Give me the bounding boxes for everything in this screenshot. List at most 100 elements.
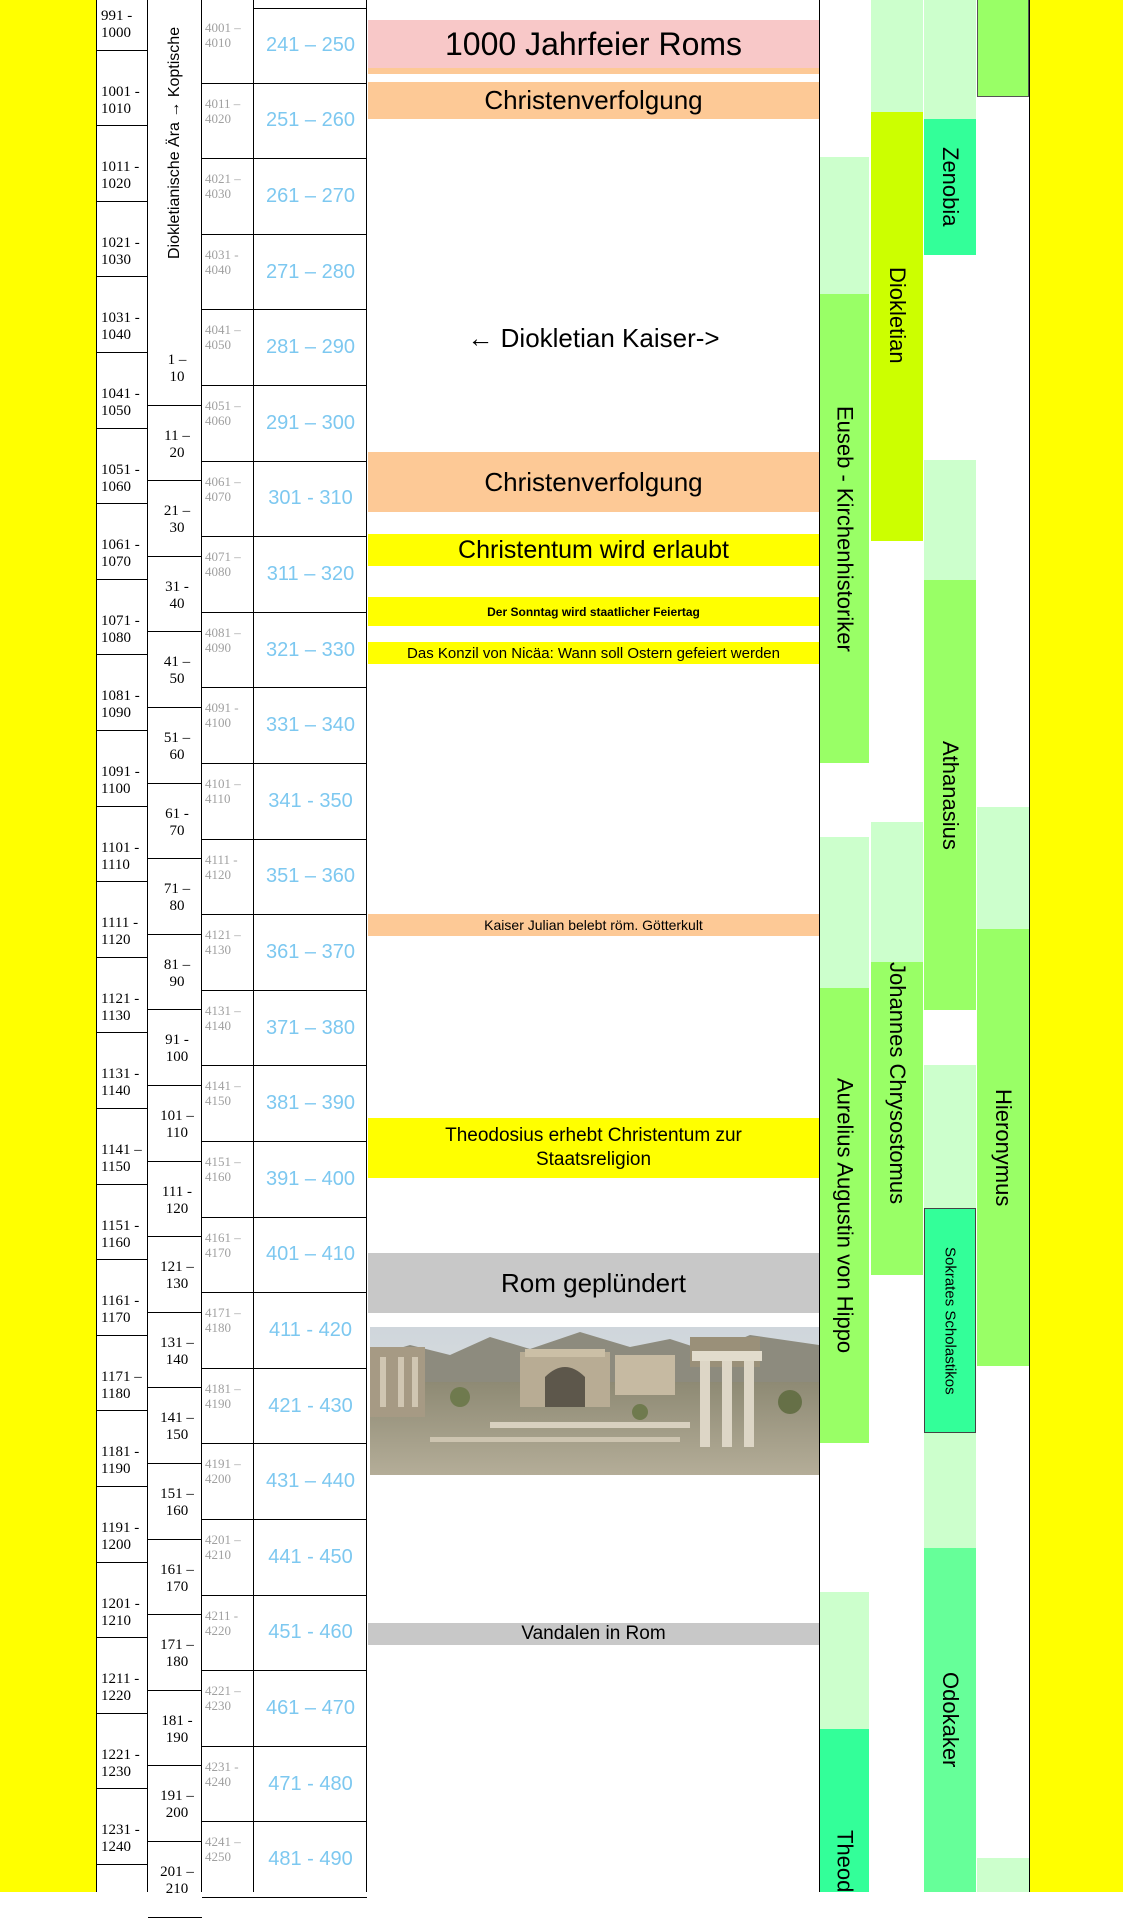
year-cell: 391 – 400 [254, 1142, 367, 1218]
era-cell-1: 1181 - 1190 [96, 1411, 148, 1487]
era-cell-1: 1121 - 1130 [96, 957, 148, 1034]
bar-odokaker-light [924, 1433, 976, 1548]
bar-athanasius-light [924, 460, 976, 580]
era-cell-3: 4241 – 4250 [202, 1822, 254, 1898]
era-cell-3: 4191 – 4200 [202, 1444, 254, 1520]
era-cell-3: 4081 – 4090 [202, 613, 254, 689]
bar-hieronymus-light [977, 807, 1029, 929]
era-cell-2: 121 – 130 [148, 1237, 202, 1313]
year-column [254, 0, 367, 1892]
era-cell-2: 181 - 190 [148, 1691, 202, 1767]
era-cell-2: 71 – 80 [148, 859, 202, 935]
event-jahrfeier: 1000 Jahrfeier Roms [368, 20, 819, 68]
year-cell: 321 – 330 [254, 613, 367, 689]
year-cell: 341 - 350 [254, 764, 367, 840]
era-cell-3: 4211 - 4220 [202, 1596, 254, 1672]
era-cell-2: 11 – 20 [148, 406, 202, 482]
era-cell-3: 4071 – 4080 [202, 537, 254, 613]
era-cell-1: 1211 - 1220 [96, 1638, 148, 1714]
era-cell-1: 1001 - 1010 [96, 50, 148, 127]
year-cell: 291 – 300 [254, 386, 367, 462]
era-cell-3: 4121 – 4130 [202, 915, 254, 991]
era-cell-3: 4061 – 4070 [202, 462, 254, 538]
era-cell-2: 1 – 10 [148, 330, 202, 406]
year-cell: 411 - 420 [254, 1293, 367, 1369]
bar-euseb: Euseb - Kirchenhistoriker [820, 294, 869, 763]
era-cell-2: 51 – 60 [148, 708, 202, 784]
year-cell: 441 - 450 [254, 1520, 367, 1596]
bar-hieronymus: Hieronymus [977, 929, 1029, 1366]
era-cell-3: 4161 – 4170 [202, 1218, 254, 1294]
era-cell-2: 101 – 110 [148, 1086, 202, 1162]
era-cell-3: 4001 – 4010 [202, 8, 254, 84]
era-cell-2: 151 – 160 [148, 1464, 202, 1540]
year-cell: 331 – 340 [254, 688, 367, 764]
era-cell-1: 1231 - 1240 [96, 1789, 148, 1865]
era-cell-3: 4231 - 4240 [202, 1747, 254, 1823]
era-cell-1: 1151 - 1160 [96, 1184, 148, 1261]
event-vandalen: Vandalen in Rom [368, 1623, 819, 1645]
bar-chrysostomus-light [871, 822, 923, 962]
era-cell-2: 111 - 120 [148, 1162, 202, 1238]
era-cell-3: 4181 – 4190 [202, 1369, 254, 1445]
era-cell-3: 4221 – 4230 [202, 1671, 254, 1747]
era-cell-1: 1051 - 1060 [96, 428, 148, 505]
era-cell-1: 1201 - 1210 [96, 1562, 148, 1639]
era-cell-1: 1111 - 1120 [96, 882, 148, 958]
era-cell-2: 201 – 210 [148, 1842, 202, 1918]
era-cell-2: 81 – 90 [148, 935, 202, 1011]
era-cell-1: 1131 - 1140 [96, 1033, 148, 1109]
rome-ruins-image [370, 1327, 819, 1475]
event-theodosius: Theodosius erhebt Christentum zur Staats… [368, 1118, 819, 1178]
era-cell-2: 61 - 70 [148, 784, 202, 860]
era-cell-2: 141 – 150 [148, 1388, 202, 1464]
bar-top-light-c [924, 0, 976, 119]
year-cell: 261 – 270 [254, 159, 367, 235]
era-cell-1: 1161 - 1170 [96, 1260, 148, 1336]
era-cell-1: 1091 - 1100 [96, 731, 148, 807]
bar-bottom-light-d [977, 1858, 1029, 1892]
right-yellow-band [1030, 0, 1123, 1892]
bar-chrysostomus: Johannes Chrysostomus [871, 962, 923, 1275]
bar-zenobia: Zenobia [924, 119, 976, 255]
era-cell-3: 4051 – 4060 [202, 386, 254, 462]
year-cell: 301 - 310 [254, 462, 367, 538]
era-cell-1: 1031 - 1040 [96, 277, 148, 353]
bar-diokletian: Diokletian [871, 112, 923, 541]
era-cell-2: 131 – 140 [148, 1313, 202, 1389]
events-right-border [819, 0, 820, 1892]
year-cell: 481 - 490 [254, 1822, 367, 1898]
year-cell: 421 - 430 [254, 1369, 367, 1445]
bar-euseb-light [820, 157, 869, 294]
bar-sokrates-light [924, 1065, 976, 1208]
era-cell-1: 1221 - 1230 [96, 1713, 148, 1790]
bar-top-light-b [871, 0, 923, 112]
bar-theod: Theod [820, 1729, 869, 1892]
event-diokletian-kaiser: ← Diokletian Kaiser-> [467, 322, 720, 353]
era-cell-3: 4111 - 4120 [202, 840, 254, 916]
event-rom-gepluendert: Rom geplündert [368, 1253, 819, 1313]
year-cell: 251 – 260 [254, 84, 367, 160]
era-cell-1: 1081 - 1090 [96, 655, 148, 731]
event-jahrfeier-underline [368, 68, 819, 74]
era-column-3 [202, 0, 254, 1892]
era-cell-1: 1061 - 1070 [96, 504, 148, 580]
event-sonntag: Der Sonntag wird staatlicher Feiertag [368, 597, 819, 626]
year-cell: 471 - 480 [254, 1747, 367, 1823]
event-nicaea: Das Konzil von Nicäa: Wann soll Ostern g… [368, 642, 819, 664]
era-cell-3: 4021 – 4030 [202, 159, 254, 235]
year-cell: 271 – 280 [254, 235, 367, 311]
era-cell-1: 1101 - 1110 [96, 806, 148, 883]
era-cell-3: 4151 – 4160 [202, 1142, 254, 1218]
year-cell: 381 – 390 [254, 1066, 367, 1142]
year-cell: 401 – 410 [254, 1218, 367, 1294]
era-cell-2: 91 - 100 [148, 1010, 202, 1086]
era-cell-3: 4041 – 4050 [202, 310, 254, 386]
year-cell: 311 – 320 [254, 537, 367, 613]
era-cell-2: 171 – 180 [148, 1615, 202, 1691]
year-cell: 351 – 360 [254, 840, 367, 916]
era-cell-3: 4031 - 4040 [202, 235, 254, 311]
bar-theod-light [820, 1592, 869, 1729]
era-cell-2: 41 – 50 [148, 632, 202, 708]
era-column-2 [148, 0, 202, 1892]
